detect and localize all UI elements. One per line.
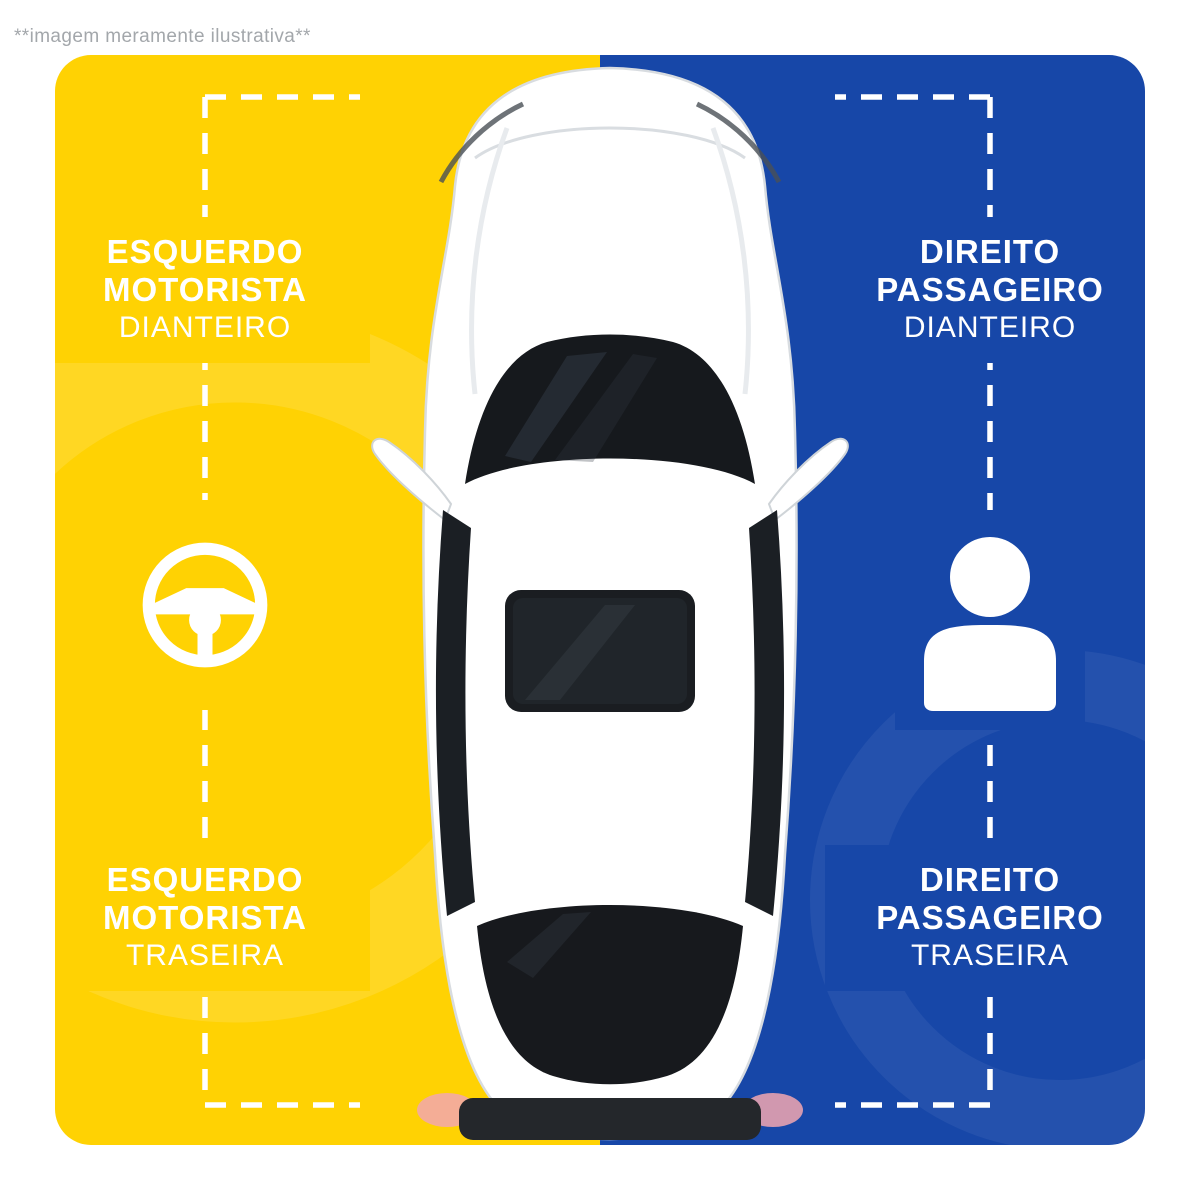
label-line: TRASEIRA bbox=[910, 939, 1070, 972]
label-line: ESQUERDO bbox=[106, 233, 304, 270]
left-side-windows bbox=[435, 510, 475, 916]
label-line: DIANTEIRO bbox=[903, 311, 1077, 344]
label-front-passenger-side: DIREITO PASSAGEIRO DIANTEIRO bbox=[825, 217, 1145, 363]
two-tone-diagram-card: ESQUERDO MOTORISTA DIANTEIRO DIREITO PAS… bbox=[55, 55, 1145, 1145]
steering-wheel-icon bbox=[142, 542, 268, 668]
label-line: DIREITO bbox=[919, 861, 1061, 898]
person-icon bbox=[924, 537, 1056, 711]
label-line: MOTORISTA bbox=[103, 271, 307, 308]
illustrative-image-disclaimer: **imagem meramente ilustrativa** bbox=[14, 26, 311, 47]
rear-bumper bbox=[459, 1098, 761, 1140]
label-line: PASSAGEIRO bbox=[876, 271, 1104, 308]
right-mirror bbox=[767, 437, 849, 522]
label-rear-driver-side: ESQUERDO MOTORISTA TRASEIRA bbox=[55, 845, 370, 991]
label-rear-passenger-side: DIREITO PASSAGEIRO TRASEIRA bbox=[825, 845, 1145, 991]
label-line: MOTORISTA bbox=[103, 899, 307, 936]
driver-icon-container bbox=[110, 500, 300, 710]
right-side-windows bbox=[745, 510, 785, 916]
label-line: ESQUERDO bbox=[106, 861, 304, 898]
label-line: DIREITO bbox=[919, 233, 1061, 270]
label-line: DIANTEIRO bbox=[118, 311, 292, 344]
left-mirror bbox=[371, 437, 453, 522]
label-front-driver-side: ESQUERDO MOTORISTA DIANTEIRO bbox=[55, 217, 370, 363]
car-top-view-illustration bbox=[371, 66, 849, 1141]
label-line: PASSAGEIRO bbox=[876, 899, 1104, 936]
label-line: TRASEIRA bbox=[125, 939, 285, 972]
passenger-icon-container bbox=[895, 510, 1085, 730]
